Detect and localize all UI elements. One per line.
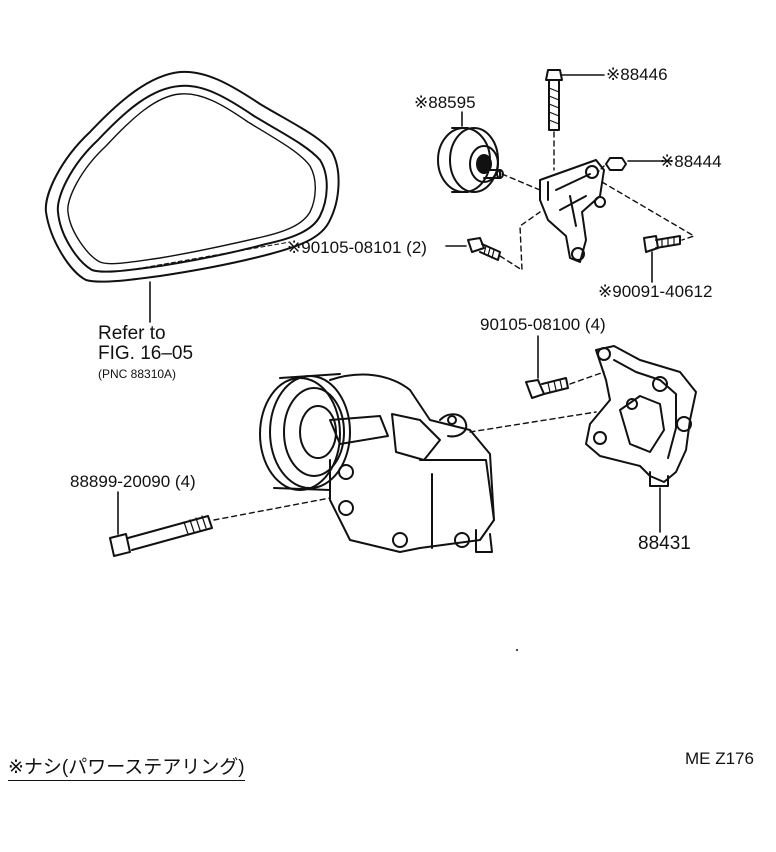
idler-bracket-icon [540, 160, 605, 262]
callout-88899-20090: 88899-20090 (4) [70, 472, 196, 491]
callout-90105-08100: 90105-08100 (4) [480, 315, 606, 334]
idler-axis-dash [502, 174, 540, 190]
figure-code: ME Z176 [685, 749, 754, 768]
callout-90105-08101: ※90105-08101 (2) [287, 238, 427, 257]
bracket-mount-bolt-icon [526, 378, 568, 398]
bolt-90105-08100-axis [570, 372, 604, 384]
callout-88595: ※88595 [414, 93, 476, 112]
callout-88431: 88431 [638, 533, 691, 554]
speck-dot [516, 649, 518, 651]
callout-88444: ※88444 [660, 152, 722, 171]
compressor-mount-axis [470, 412, 596, 432]
callout-88446: ※88446 [606, 65, 668, 84]
belt-reference-line1: Refer to [98, 323, 166, 344]
bracket-bolt-icon [546, 70, 562, 130]
idler-bolt-icon [468, 238, 500, 260]
bolt-90105-08101-axis [500, 212, 540, 270]
idler-pulley-icon [438, 128, 503, 192]
footnote-no-power-steering: ※ナシ(パワーステアリング) [8, 752, 245, 781]
bracket-nut-icon [606, 158, 626, 170]
nut-88444-axis [598, 166, 604, 172]
compressor-icon [260, 374, 494, 552]
bracket-dash-right [602, 182, 694, 240]
v-belt-icon [46, 72, 339, 282]
belt-reference-line2: FIG. 16–05 [98, 343, 194, 364]
callout-90091-40612: ※90091-40612 [598, 282, 713, 301]
compressor-bolt-icon [110, 516, 212, 556]
belt-reference-line3: (PNC 88310A) [98, 367, 177, 381]
compressor-bracket-icon [586, 346, 696, 486]
bolt-88899-20090-axis [214, 498, 330, 520]
bracket-lower-bolt-icon [644, 236, 680, 252]
